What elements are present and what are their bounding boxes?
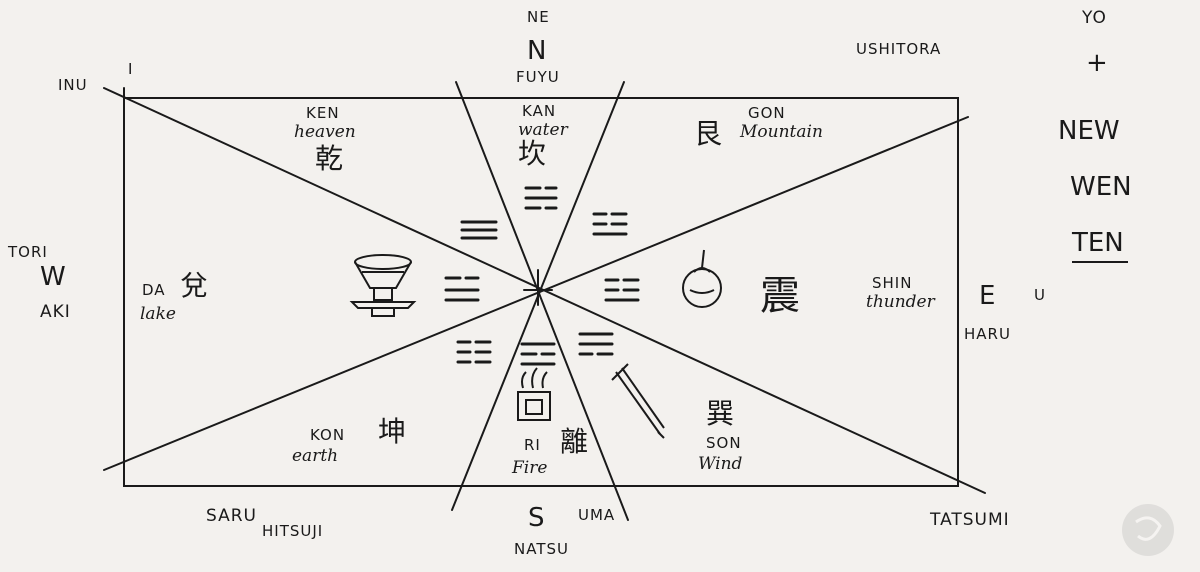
fire-pot-icon [517,367,551,421]
kan-meaning: water [518,120,568,140]
kan-kanji: 坎 [518,137,547,170]
note-line-wen: WEN [1070,172,1132,202]
south-season: NATSU [514,540,569,558]
ken-kanji: 乾 [315,142,344,175]
kon-meaning: earth [292,446,339,466]
da-kanji: 兌 [180,269,209,302]
ri-meaning: Fire [512,458,548,478]
kon-name: KON [310,426,346,444]
gourd-icon [682,249,722,308]
east-season: HARU [964,325,1011,343]
corner-sw-sub: HITSUJI [262,522,324,540]
da-meaning: lake [140,304,176,324]
west-season: AKI [40,302,71,322]
corner-nw-name: INU [58,76,88,94]
west-branch: TORI [8,243,48,261]
kan-name: KAN [522,102,557,120]
diagonal-sw-ne [103,116,969,471]
shin-kanji: 震 [760,273,800,319]
outer-frame [123,97,959,487]
son-meaning: Wind [698,454,743,474]
corner-sw-name: SARU [206,506,257,526]
corner-ne-name: USHITORA [856,40,942,58]
east-branch: U [1034,286,1046,304]
east-letter: E [979,281,996,311]
corner-nw-mark: I [128,60,134,78]
note-plus: + [1086,48,1108,78]
note-line-ten: TEN [1072,228,1124,258]
west-letter: W [40,262,66,292]
kon-kanji: 坤 [378,415,407,448]
north-season: FUYU [516,68,560,86]
shin-name: SHIN [872,274,913,292]
south-letter: S [528,503,545,533]
ken-meaning: heaven [294,122,356,142]
watermark-seal [1122,504,1174,556]
gon-kanji: 艮 [694,117,723,150]
ri-name: RI [524,436,541,454]
ken-name: KEN [306,104,340,122]
gon-name: GON [748,104,786,122]
shin-meaning: thunder [866,292,935,312]
note-yo: YO [1082,8,1107,28]
son-kanji: 巽 [706,397,735,430]
sword-icon [611,363,665,439]
ri-kanji: 離 [560,425,589,458]
da-name: DA [142,281,166,299]
north-code: NE [527,8,550,26]
cup-icon [349,254,417,317]
corner-se-name: TATSUMI [930,510,1010,530]
north-letter: N [527,36,547,66]
note-line-new: NEW [1058,116,1120,146]
son-name: SON [706,434,742,452]
ray-nnw-sse [455,81,629,521]
gon-meaning: Mountain [740,122,823,142]
south-branch: UMA [578,506,616,524]
